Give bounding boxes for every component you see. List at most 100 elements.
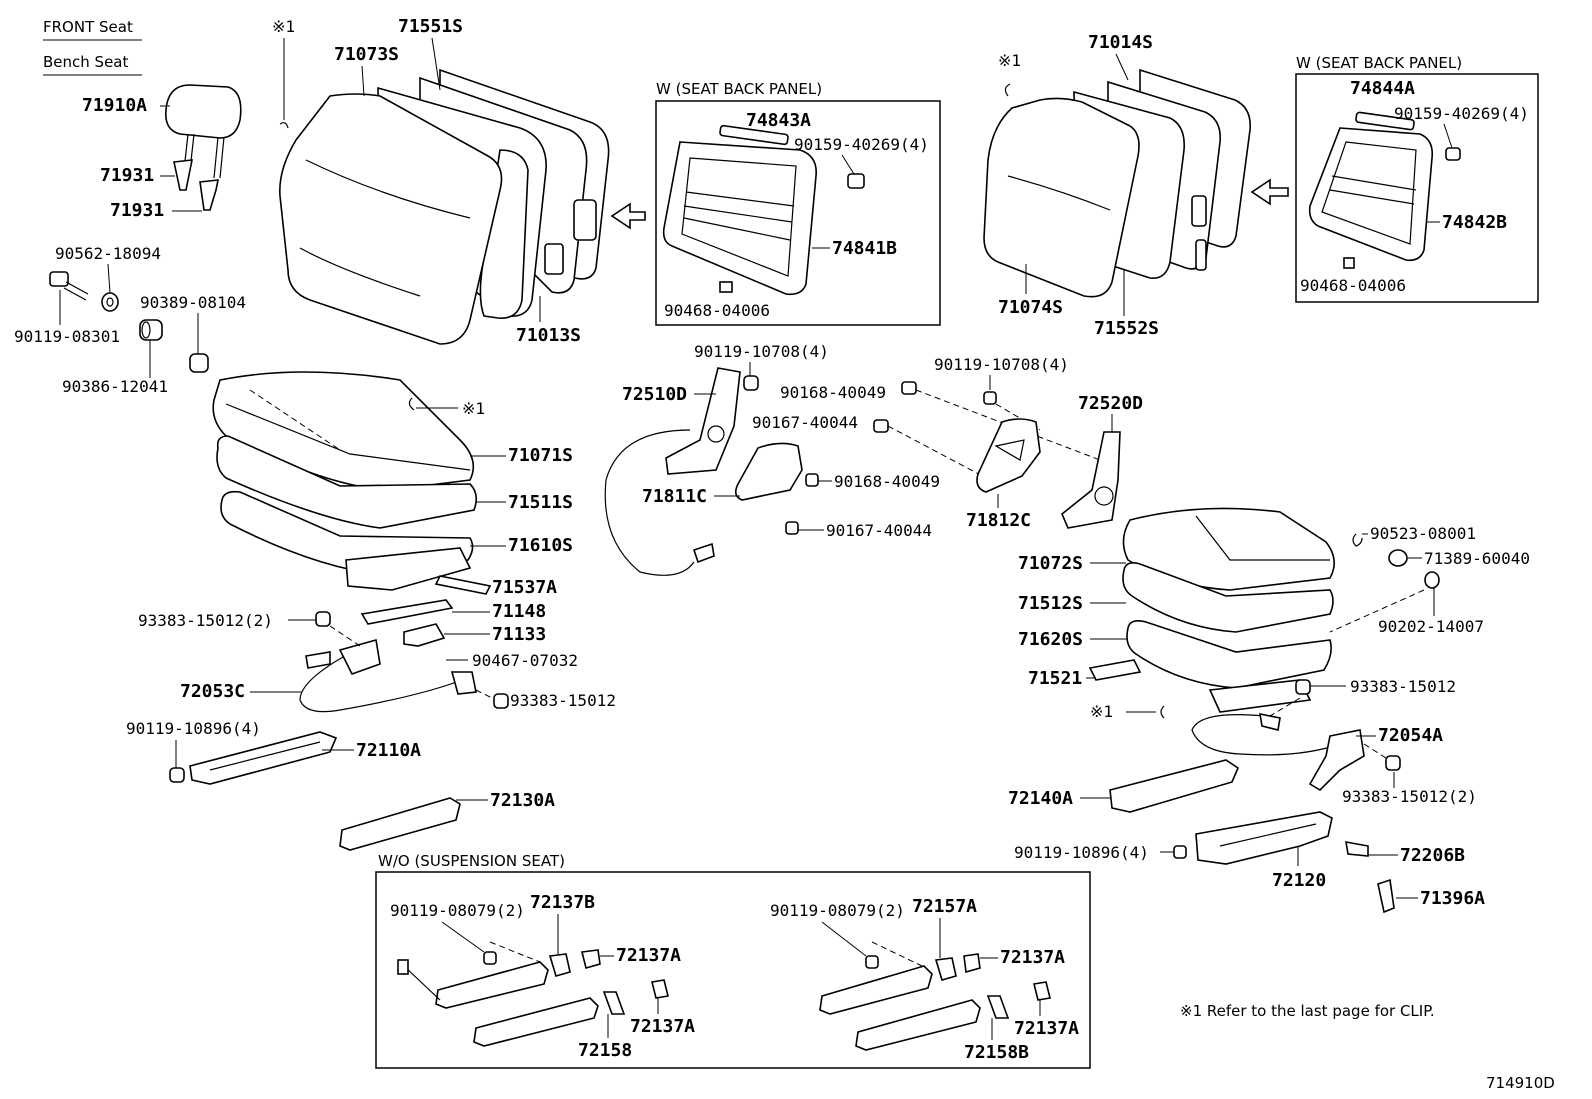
- cable-drawing: [1191, 712, 1401, 792]
- label-72054A: 72054A: [1378, 725, 1443, 746]
- washer-icon: [101, 292, 119, 312]
- label-72157A: 72157A: [912, 896, 977, 917]
- label-90119-08301: 90119-08301: [14, 327, 120, 346]
- label-71910A: 71910A: [82, 95, 147, 116]
- arrow-icon: [1250, 178, 1289, 206]
- label-71133: 71133: [492, 624, 546, 645]
- label-90119-08079-2: 90119-08079(2): [770, 901, 905, 920]
- clip-mark: ※1: [1090, 702, 1113, 721]
- label-90119-08079-2: 90119-08079(2): [390, 901, 525, 920]
- arrow-icon: [610, 202, 646, 230]
- label-72137B: 72137B: [530, 892, 595, 913]
- label-90119-10708-4: 90119-10708(4): [934, 355, 1069, 374]
- clip-icon: [1352, 533, 1363, 547]
- heading-seat-back-panel: W (SEAT BACK PANEL): [656, 80, 822, 98]
- heading-bench-seat: Bench Seat: [43, 53, 128, 71]
- label-90468-04006: 90468-04006: [664, 301, 770, 320]
- label-71931: 71931: [110, 200, 164, 221]
- label-93383-15012-2: 93383-15012(2): [1342, 787, 1477, 806]
- label-72120: 72120: [1272, 870, 1326, 891]
- label-74841B: 74841B: [832, 238, 897, 259]
- label-93383-15012: 93383-15012: [1350, 677, 1456, 696]
- left-cushion-drawing: [212, 371, 492, 647]
- right-seatback-drawing: [983, 68, 1252, 298]
- bolt-icon: [1295, 679, 1311, 695]
- label-93383-15012: 93383-15012: [510, 691, 616, 710]
- seat-track-drawing: [169, 731, 461, 851]
- label-71521: 71521: [1028, 668, 1082, 689]
- label-71811C: 71811C: [642, 486, 707, 507]
- label-71512S: 71512S: [1018, 593, 1083, 614]
- clip-icon: [279, 122, 289, 129]
- heading-front-seat: FRONT Seat: [43, 18, 133, 36]
- leader-line: [821, 921, 867, 957]
- label-72206B: 72206B: [1400, 845, 1465, 866]
- label-71148: 71148: [492, 601, 546, 622]
- label-71537A: 71537A: [492, 577, 557, 598]
- bushing-icon: [139, 319, 163, 341]
- clip-icon: [1004, 83, 1011, 97]
- suspension-seat-box: [375, 871, 1091, 1069]
- label-90119-10708-4: 90119-10708(4): [694, 342, 829, 361]
- label-71014S: 71014S: [1088, 32, 1153, 53]
- label-74842B: 74842B: [1442, 212, 1507, 233]
- cap-icon: [189, 353, 209, 373]
- label-71074S: 71074S: [998, 297, 1063, 318]
- label-90168-40049: 90168-40049: [780, 383, 886, 402]
- bolt-icon: [873, 419, 889, 433]
- seat-back-panel-drawing: [1308, 111, 1461, 269]
- bolt-icon: [49, 271, 89, 301]
- label-90386-12041: 90386-12041: [62, 377, 168, 396]
- clip-icon: [1160, 705, 1165, 719]
- label-71071S: 71071S: [508, 445, 573, 466]
- label-71610S: 71610S: [508, 535, 573, 556]
- clip-icon: [408, 397, 415, 411]
- heading-suspension-seat: W/O (SUSPENSION SEAT): [378, 852, 565, 870]
- label-90562-18094: 90562-18094: [55, 244, 161, 263]
- label-72520D: 72520D: [1078, 393, 1143, 414]
- recliner-cover-left-drawing: [734, 442, 819, 535]
- label-71072S: 71072S: [1018, 553, 1083, 574]
- label-90202-14007: 90202-14007: [1378, 617, 1484, 636]
- seat-back-panel-drawing: [662, 124, 865, 296]
- label-72137A: 72137A: [1000, 947, 1065, 968]
- label-93383-15012-2: 93383-15012(2): [138, 611, 273, 630]
- leader-line: [1443, 123, 1453, 149]
- seat-track-drawing: [1109, 759, 1395, 914]
- dashed-guide: [1329, 589, 1425, 633]
- label-72130A: 72130A: [490, 790, 555, 811]
- seat-back-panel-box: [1295, 73, 1539, 303]
- clip-mark: ※1: [998, 51, 1021, 70]
- clip-mark: ※1: [462, 399, 485, 418]
- recliner-right-drawing: [1061, 431, 1121, 529]
- heading-seat-back-panel: W (SEAT BACK PANEL): [1296, 54, 1462, 72]
- clip-mark: ※1: [272, 17, 295, 36]
- clip-note: ※1 Refer to the last page for CLIP.: [1180, 1002, 1435, 1020]
- label-71931: 71931: [100, 165, 154, 186]
- recliner-cover-right-drawing: [976, 418, 1041, 493]
- dashed-guide: [915, 389, 1101, 461]
- nut-icon: [1388, 549, 1408, 567]
- bolt-icon: [315, 611, 331, 627]
- label-71551S: 71551S: [398, 16, 463, 37]
- label-72140A: 72140A: [1008, 788, 1073, 809]
- cable-drawing: [299, 625, 509, 713]
- right-cushion-drawing: [1088, 507, 1335, 713]
- seatback-assembly-drawing: [279, 68, 610, 345]
- label-71620S: 71620S: [1018, 629, 1083, 650]
- label-90167-40044: 90167-40044: [752, 413, 858, 432]
- leader-line: [1115, 53, 1129, 81]
- label-71812C: 71812C: [966, 510, 1031, 531]
- suspension-rail-right-drawing: [819, 941, 1051, 1051]
- leader-line: [107, 263, 111, 294]
- label-72053C: 72053C: [180, 681, 245, 702]
- leader-line: [431, 37, 441, 91]
- label-90389-08104: 90389-08104: [140, 293, 246, 312]
- seat-back-panel-box: [655, 100, 941, 326]
- label-72137A: 72137A: [616, 945, 681, 966]
- label-74843A: 74843A: [746, 110, 811, 131]
- label-72137A: 72137A: [1014, 1018, 1079, 1039]
- label-71389-60040: 71389-60040: [1424, 549, 1530, 568]
- leader-line: [361, 65, 365, 97]
